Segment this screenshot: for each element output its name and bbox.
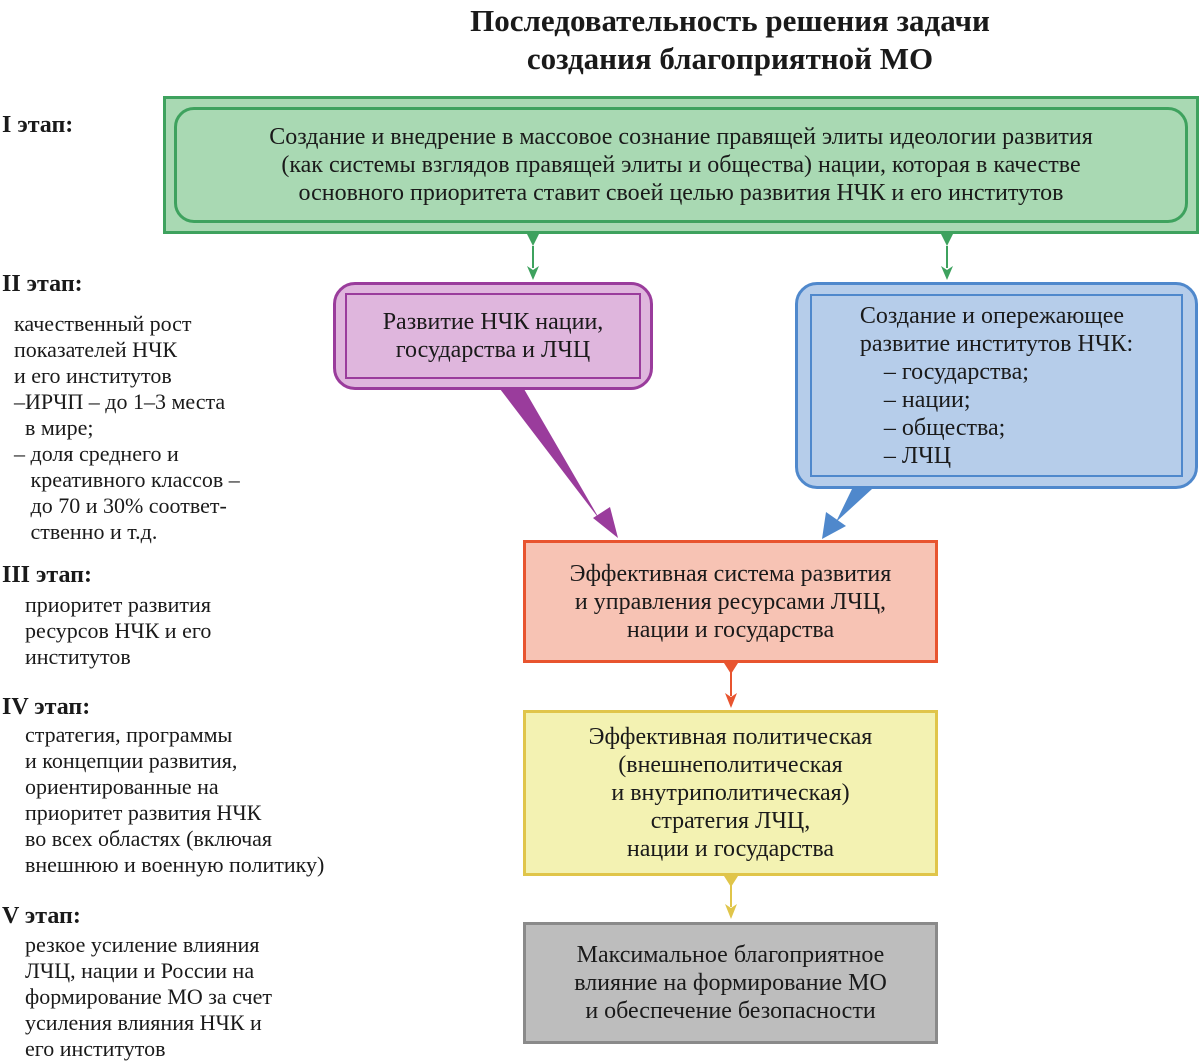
stage-2-heading: II этап: bbox=[2, 271, 83, 297]
title-line-2: создания благоприятной МО bbox=[526, 41, 934, 76]
box-hc-development-text: Развитие НЧК нации, государства и ЛЧЦ bbox=[382, 309, 604, 363]
stage-1-heading: I этап: bbox=[2, 112, 74, 138]
stage-3-heading: III этап: bbox=[2, 562, 92, 588]
box-policy-strategy-text: Эффективная политическая (внешнеполитиче… bbox=[588, 724, 873, 862]
title-line-1: Последовательность решения задачи bbox=[470, 3, 990, 38]
box-favorable-influence: Максимальное благоприятное влияние на фо… bbox=[523, 922, 938, 1044]
box-institutions-text: Создание и опережающее развитие институт… bbox=[859, 302, 1134, 469]
box-policy-strategy: Эффективная политическая (внешнеполитиче… bbox=[523, 710, 938, 876]
arrow-hc-to-resource-system bbox=[500, 389, 618, 538]
box-resource-system-text: Эффективная система развития и управлени… bbox=[569, 560, 892, 643]
stage-4-heading: IV этап: bbox=[2, 694, 91, 720]
arrow-institutions-to-resource-system bbox=[822, 489, 872, 539]
stage-3-description: приоритет развития ресурсов НЧК и его ин… bbox=[25, 592, 212, 669]
box-institutions: Создание и опережающее развитие институт… bbox=[795, 282, 1198, 489]
box-hc-development-inner-border bbox=[345, 293, 641, 379]
stage-5-heading: V этап: bbox=[2, 903, 81, 929]
box-ideology-inner-border bbox=[174, 107, 1188, 223]
box-favorable-influence-text: Максимальное благоприятное влияние на фо… bbox=[574, 942, 887, 1024]
diagram-title: Последовательность решения задачи создан… bbox=[330, 2, 1130, 78]
stage-2-description: качественный рост показателей НЧК и его … bbox=[14, 311, 240, 544]
arrow-resource-to-policy bbox=[724, 663, 738, 708]
stage-4-description: стратегия, программы и концепции развити… bbox=[25, 722, 325, 877]
box-ideology-text: Создание и внедрение в массовое сознание… bbox=[269, 124, 1093, 206]
stage-5-description: резкое усиление влияния ЛЧЦ, нации и Рос… bbox=[25, 932, 272, 1061]
arrow-policy-to-influence bbox=[724, 876, 738, 919]
arrow-ideology-to-institutions bbox=[941, 234, 953, 280]
arrow-ideology-to-hc bbox=[527, 234, 539, 280]
box-institutions-inner-border bbox=[810, 294, 1183, 477]
box-resource-system: Эффективная система развития и управлени… bbox=[523, 540, 938, 663]
box-hc-development: Развитие НЧК нации, государства и ЛЧЦ bbox=[333, 282, 653, 390]
box-ideology: Создание и внедрение в массовое сознание… bbox=[163, 96, 1199, 234]
